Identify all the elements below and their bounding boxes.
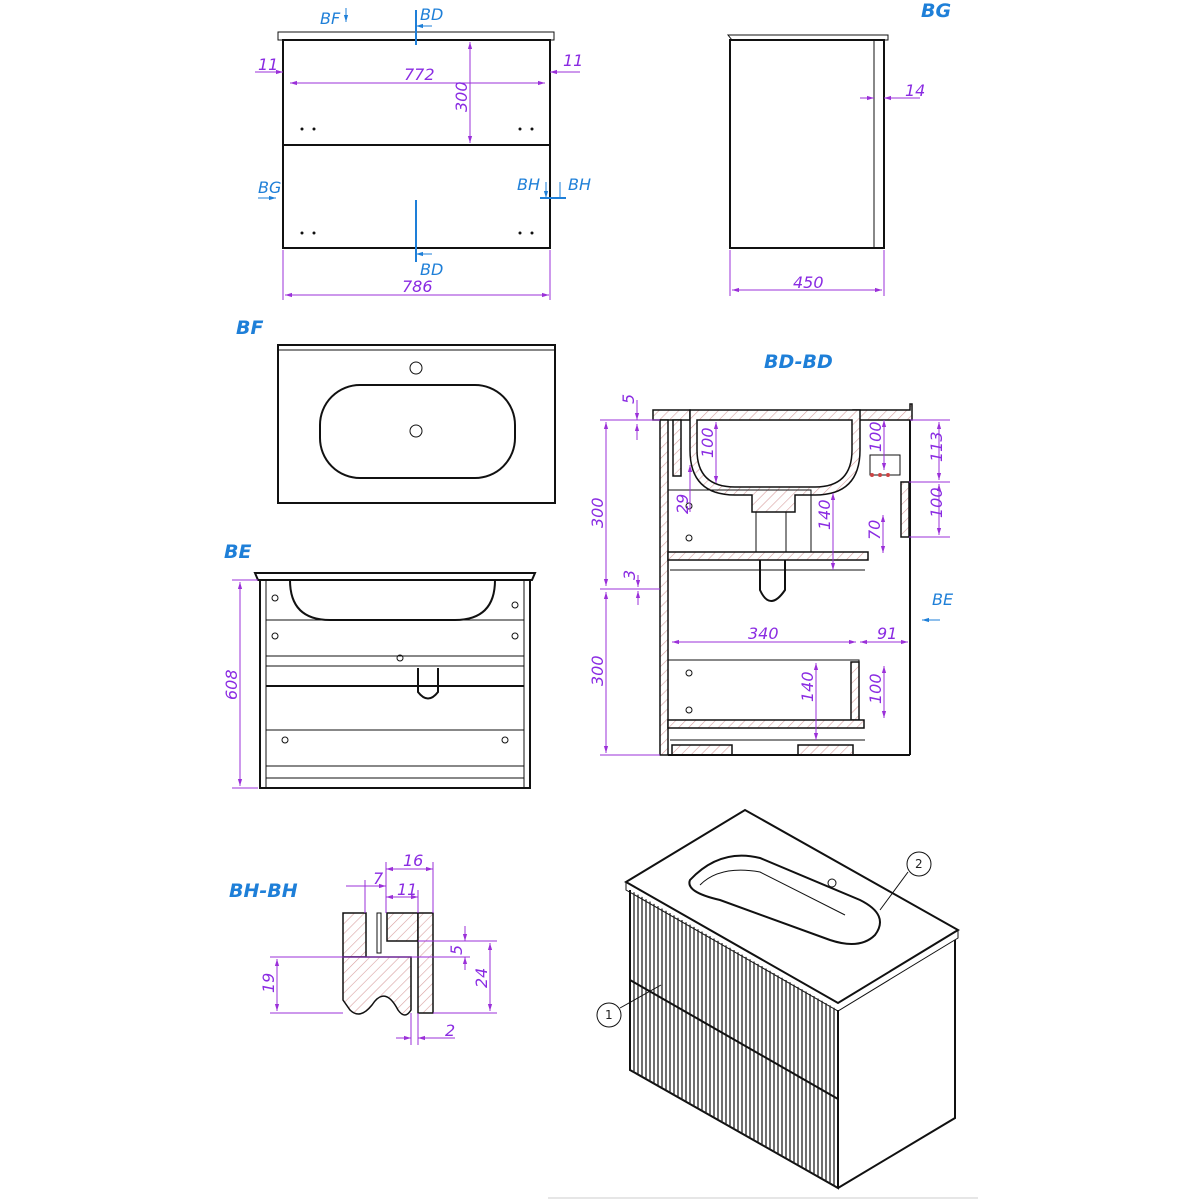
section-marker-bh-left: BH	[517, 175, 540, 194]
dim-lower-back: 100	[866, 673, 885, 704]
dim-basin-depth: 100	[698, 427, 717, 458]
dim-lower-drawer: 300	[588, 655, 607, 686]
dim-h19: 19	[259, 973, 278, 993]
top-view-title: BF	[236, 317, 263, 339]
dim-h5: 5	[447, 945, 466, 955]
dim-lower-inner: 140	[798, 671, 817, 702]
dim-w7: 7	[373, 869, 384, 888]
section-bd: BD-BD BE 5 300 300 3 100 29 140 70 100 1…	[588, 351, 954, 756]
section-marker-bf: BF	[320, 9, 341, 28]
callout-1	[596, 1002, 622, 1028]
dim-siphon: 70	[865, 520, 884, 540]
section-be-title: BE	[224, 541, 251, 563]
callout-2	[906, 851, 932, 877]
dim-side-left: 11	[258, 55, 278, 74]
top-view: BF	[236, 317, 556, 504]
isometric-view: 1 2	[596, 808, 960, 1190]
dim-side-right: 11	[563, 51, 583, 70]
dim-h24: 24	[472, 968, 491, 988]
dim-front: 14	[905, 81, 925, 100]
section-marker-bd-top: BD	[420, 5, 443, 24]
dim-w16: 16	[403, 851, 423, 870]
dim-upper-inner: 140	[815, 499, 834, 530]
front-view: BF BD BD BG BH BH 772 11 11 300 786	[255, 5, 591, 300]
dim-back-gap: 91	[877, 624, 897, 643]
dim-right-113: 113	[927, 431, 946, 462]
callout-2-label: 2	[915, 857, 923, 871]
section-marker-bg: BG	[258, 178, 281, 197]
section-marker-bd-bottom: BD	[420, 260, 443, 279]
dim-height: 608	[222, 669, 241, 700]
dim-w2: 2	[445, 1021, 455, 1040]
section-be: BE 608	[222, 541, 537, 789]
dim-drawer-depth: 340	[748, 624, 779, 643]
section-bh: BH-BH 16 7 11 5 24 19 2	[229, 851, 497, 1045]
dim-offset-29: 29	[673, 494, 692, 514]
dim-overall-width: 786	[402, 277, 433, 296]
callout-1-label: 1	[605, 1008, 613, 1022]
section-marker-be: BE	[932, 590, 954, 609]
dim-right-100: 100	[927, 487, 946, 518]
section-bd-title: BD-BD	[764, 351, 833, 373]
dim-w11: 11	[397, 880, 417, 899]
dim-inner-width: 772	[404, 65, 435, 84]
section-marker-bh-right: BH	[568, 175, 591, 194]
dim-drawer-height: 300	[452, 81, 471, 112]
dim-gap: 3	[620, 570, 639, 580]
dim-depth: 450	[793, 273, 824, 292]
side-view-title: BG	[921, 0, 951, 22]
dim-upper-drawer: 300	[588, 497, 607, 528]
dim-top-gap: 5	[619, 394, 638, 404]
section-bh-title: BH-BH	[229, 880, 298, 902]
dim-back-100: 100	[866, 421, 885, 452]
side-view: BG 14 450	[726, 0, 951, 296]
